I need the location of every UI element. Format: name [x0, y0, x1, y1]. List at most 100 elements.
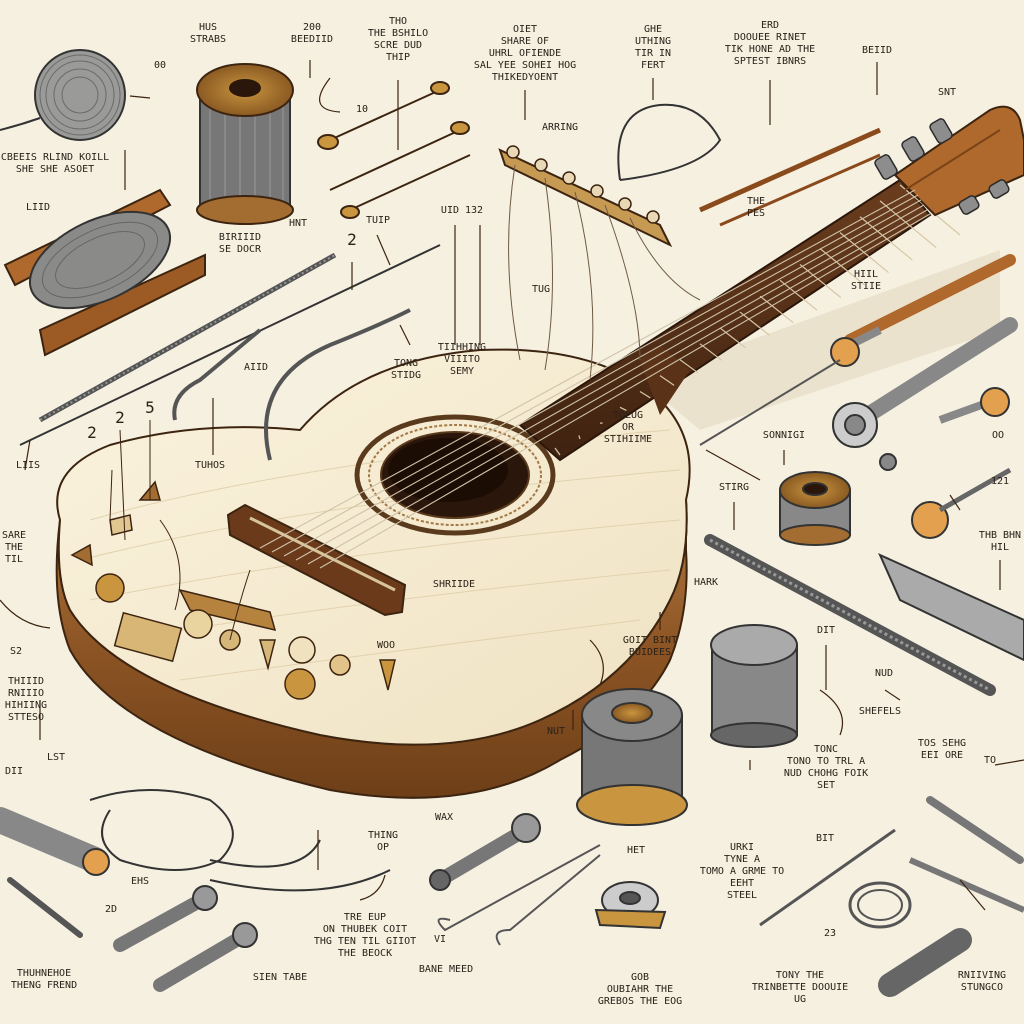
callout-label: SNT — [938, 87, 956, 98]
fret-line — [619, 406, 627, 411]
callout-label: TO — [984, 755, 996, 766]
callout-label: NUD — [875, 668, 893, 679]
callout-label: S2 — [10, 646, 22, 657]
loose-cord — [89, 789, 391, 892]
pointer-lines — [0, 60, 1024, 911]
callout-label: 00 — [154, 60, 166, 71]
callout-label: EHS — [131, 876, 149, 887]
callout-label: TUIP — [366, 215, 390, 226]
bottom-spools — [576, 624, 798, 826]
callout-label: 121 — [991, 476, 1009, 487]
wire-coil — [0, 49, 126, 141]
callout-label: LIID — [26, 202, 50, 213]
fret-line — [578, 435, 581, 440]
tuning-rail — [498, 145, 701, 381]
callout-label: VI — [434, 934, 446, 945]
hook-wire — [172, 308, 411, 461]
callout-label: HARK — [694, 577, 718, 588]
fret-line — [799, 263, 842, 299]
fret-line — [819, 248, 866, 286]
callout-label: BIT — [816, 833, 834, 844]
callout-label: DIT — [817, 625, 835, 636]
string-loop — [617, 103, 882, 227]
fret-line — [759, 295, 794, 324]
callout-label: 2 — [347, 230, 357, 249]
threaded-rod — [19, 244, 441, 446]
fret-line — [659, 375, 675, 386]
callout-label: SIEN TABE — [253, 972, 307, 983]
tuning-peg — [534, 158, 548, 172]
fret-line — [679, 359, 699, 374]
callout-label: WOO — [377, 640, 395, 651]
fret-line — [859, 216, 913, 261]
callout-label: STIRG — [719, 482, 749, 493]
fret-line — [779, 279, 818, 311]
callout-label: TUG — [532, 284, 550, 295]
callout-label: HNT — [289, 218, 307, 229]
fret-lines — [554, 184, 961, 456]
callout-label: AIID — [244, 362, 268, 373]
guitar-body — [55, 348, 691, 799]
fret-line — [739, 311, 770, 336]
fret-line — [554, 447, 561, 456]
tuning-peg — [646, 210, 660, 224]
right-tools — [699, 254, 1018, 448]
callout-label: 23 — [824, 928, 836, 939]
callout-label: LST — [47, 752, 65, 763]
callout-label: HET — [627, 845, 645, 856]
guitar-strings — [259, 189, 931, 569]
callout-label: LIIS — [16, 460, 40, 471]
guitar-headstock — [874, 105, 1024, 217]
callout-label: ARRING — [542, 122, 578, 133]
floor-shadow — [640, 250, 1000, 430]
spooled-block — [3, 188, 206, 357]
callout-label: 2D — [105, 904, 117, 915]
guitar-neck — [518, 178, 961, 462]
callout-label: SONNIGI — [763, 430, 805, 441]
callout-label: TUHOS — [195, 460, 225, 471]
callout-label: BANE MEED — [419, 964, 473, 975]
callout-label: SHEFELS — [859, 706, 901, 717]
top-pins — [317, 81, 471, 219]
fret-line — [639, 390, 651, 399]
callout-label: NUT — [547, 726, 565, 737]
callout-label: SHRIIDE — [433, 579, 475, 590]
tuning-peg — [506, 145, 520, 159]
callout-label: DII — [5, 766, 23, 777]
body-components — [70, 420, 396, 700]
callout-label: WAX — [435, 812, 453, 823]
callout-label: 10 — [356, 104, 368, 115]
fret-line — [719, 327, 746, 349]
right-spools — [704, 453, 1024, 696]
callout-label: 2 — [87, 423, 97, 442]
callout-label: BEIID — [862, 45, 892, 56]
fret-line — [699, 343, 723, 361]
tuning-peg — [590, 184, 604, 198]
callout-label: 2 — [115, 408, 125, 427]
